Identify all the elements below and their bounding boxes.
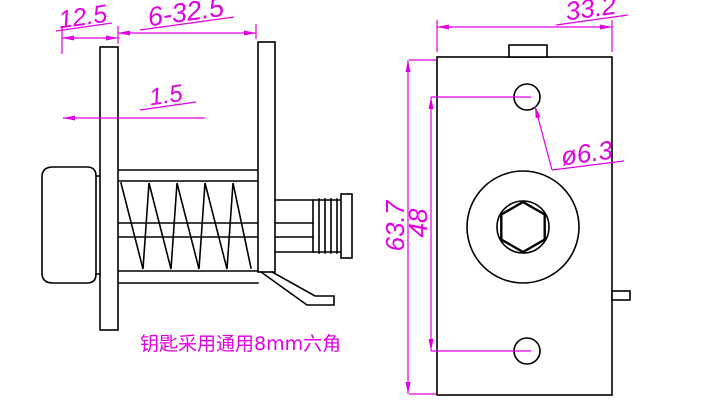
dim-33-2: 33.2 <box>564 0 619 26</box>
lock-cylinder-outer <box>466 170 580 284</box>
dim-dia-6-3: ø6.3 <box>559 135 615 172</box>
key-note: 钥匙采用通用8mm六角 <box>140 333 341 355</box>
cam-bracket <box>259 270 335 306</box>
side-view-dimension-lines <box>55 16 257 121</box>
side-view: 12.5 6-32.5 1.5 钥匙采用通用8mm六角 <box>41 0 353 355</box>
flange-plate <box>99 46 119 331</box>
dim-12-5: 12.5 <box>57 0 109 34</box>
lock-front-outline <box>436 44 631 396</box>
spring <box>120 182 252 270</box>
side-tab <box>611 290 631 301</box>
lock-face <box>436 56 613 396</box>
hex-socket <box>500 200 546 254</box>
dim-1-5: 1.5 <box>148 80 185 111</box>
front-view: 33.2 63.7 48 ø6.3 <box>380 0 631 396</box>
dim-6-32-5: 6-32.5 <box>146 0 227 32</box>
cam-plate <box>257 41 276 273</box>
key-knob <box>41 166 97 284</box>
dim-63-7: 63.7 <box>380 199 410 251</box>
lock-side-outline <box>41 41 353 331</box>
dim-48: 48 <box>403 208 433 237</box>
top-tab <box>508 44 548 58</box>
end-cap <box>340 193 353 259</box>
front-view-dimension-lines <box>405 14 629 395</box>
